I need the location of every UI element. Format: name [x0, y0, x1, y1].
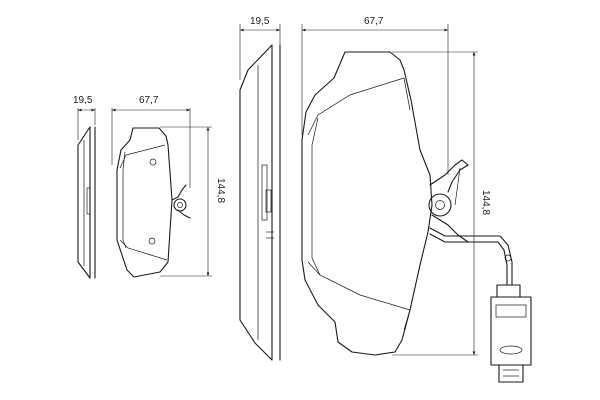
small-dimension-height: 144,8 — [160, 126, 226, 277]
large-height-label: 144,8 — [480, 190, 491, 215]
large-view: 19,5 67,7 144,8 — [239, 16, 532, 383]
small-dimension-thickness: 19,5 — [73, 95, 96, 140]
large-thickness-label: 19,5 — [250, 16, 270, 27]
large-side-profile — [239, 44, 281, 361]
small-side-profile — [77, 126, 96, 279]
small-dimension-width: 67,7 — [111, 95, 191, 188]
large-dimension-height: 144,8 — [392, 51, 491, 356]
large-pad-face — [301, 51, 532, 383]
small-pad-face — [116, 127, 191, 278]
small-height-label: 144,8 — [215, 178, 226, 203]
large-dimension-width: 67,7 — [301, 16, 449, 175]
small-width-label: 67,7 — [139, 95, 159, 106]
small-view: 19,5 67,7 144,8 — [73, 95, 226, 279]
small-thickness-label: 19,5 — [73, 95, 93, 106]
large-dimension-thickness: 19,5 — [239, 16, 281, 80]
large-width-label: 67,7 — [364, 16, 384, 27]
